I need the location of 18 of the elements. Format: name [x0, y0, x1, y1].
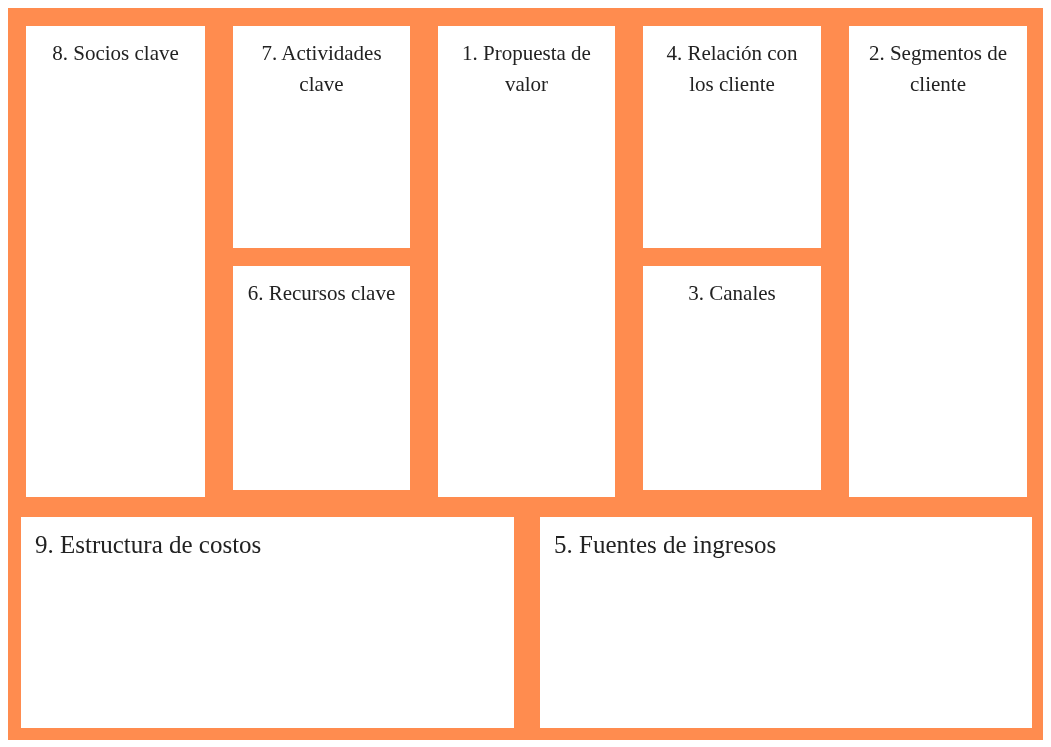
block-title: 3. Canales [687, 280, 777, 307]
block-title: 1. Propuesta de valor [461, 40, 592, 98]
block-title: 6. Recursos clave [246, 280, 397, 307]
block-title: 2. Segmentos de cliente [867, 40, 1009, 98]
canvas-block [643, 26, 821, 248]
block-title: 8. Socios clave [51, 40, 180, 67]
canvas-block [21, 517, 514, 728]
canvas-block [233, 26, 410, 248]
canvas-block [643, 266, 821, 490]
canvas-block [26, 26, 205, 497]
block-title: 5. Fuentes de ingresos [553, 530, 778, 560]
canvas-block [233, 266, 410, 490]
canvas-block [540, 517, 1032, 728]
canvas-block [849, 26, 1027, 497]
block-title: 9. Estructura de costos [34, 530, 263, 560]
block-title: 7. Actividades clave [260, 40, 383, 98]
canvas-block [438, 26, 615, 497]
block-title: 4. Relación con los cliente [665, 40, 799, 98]
